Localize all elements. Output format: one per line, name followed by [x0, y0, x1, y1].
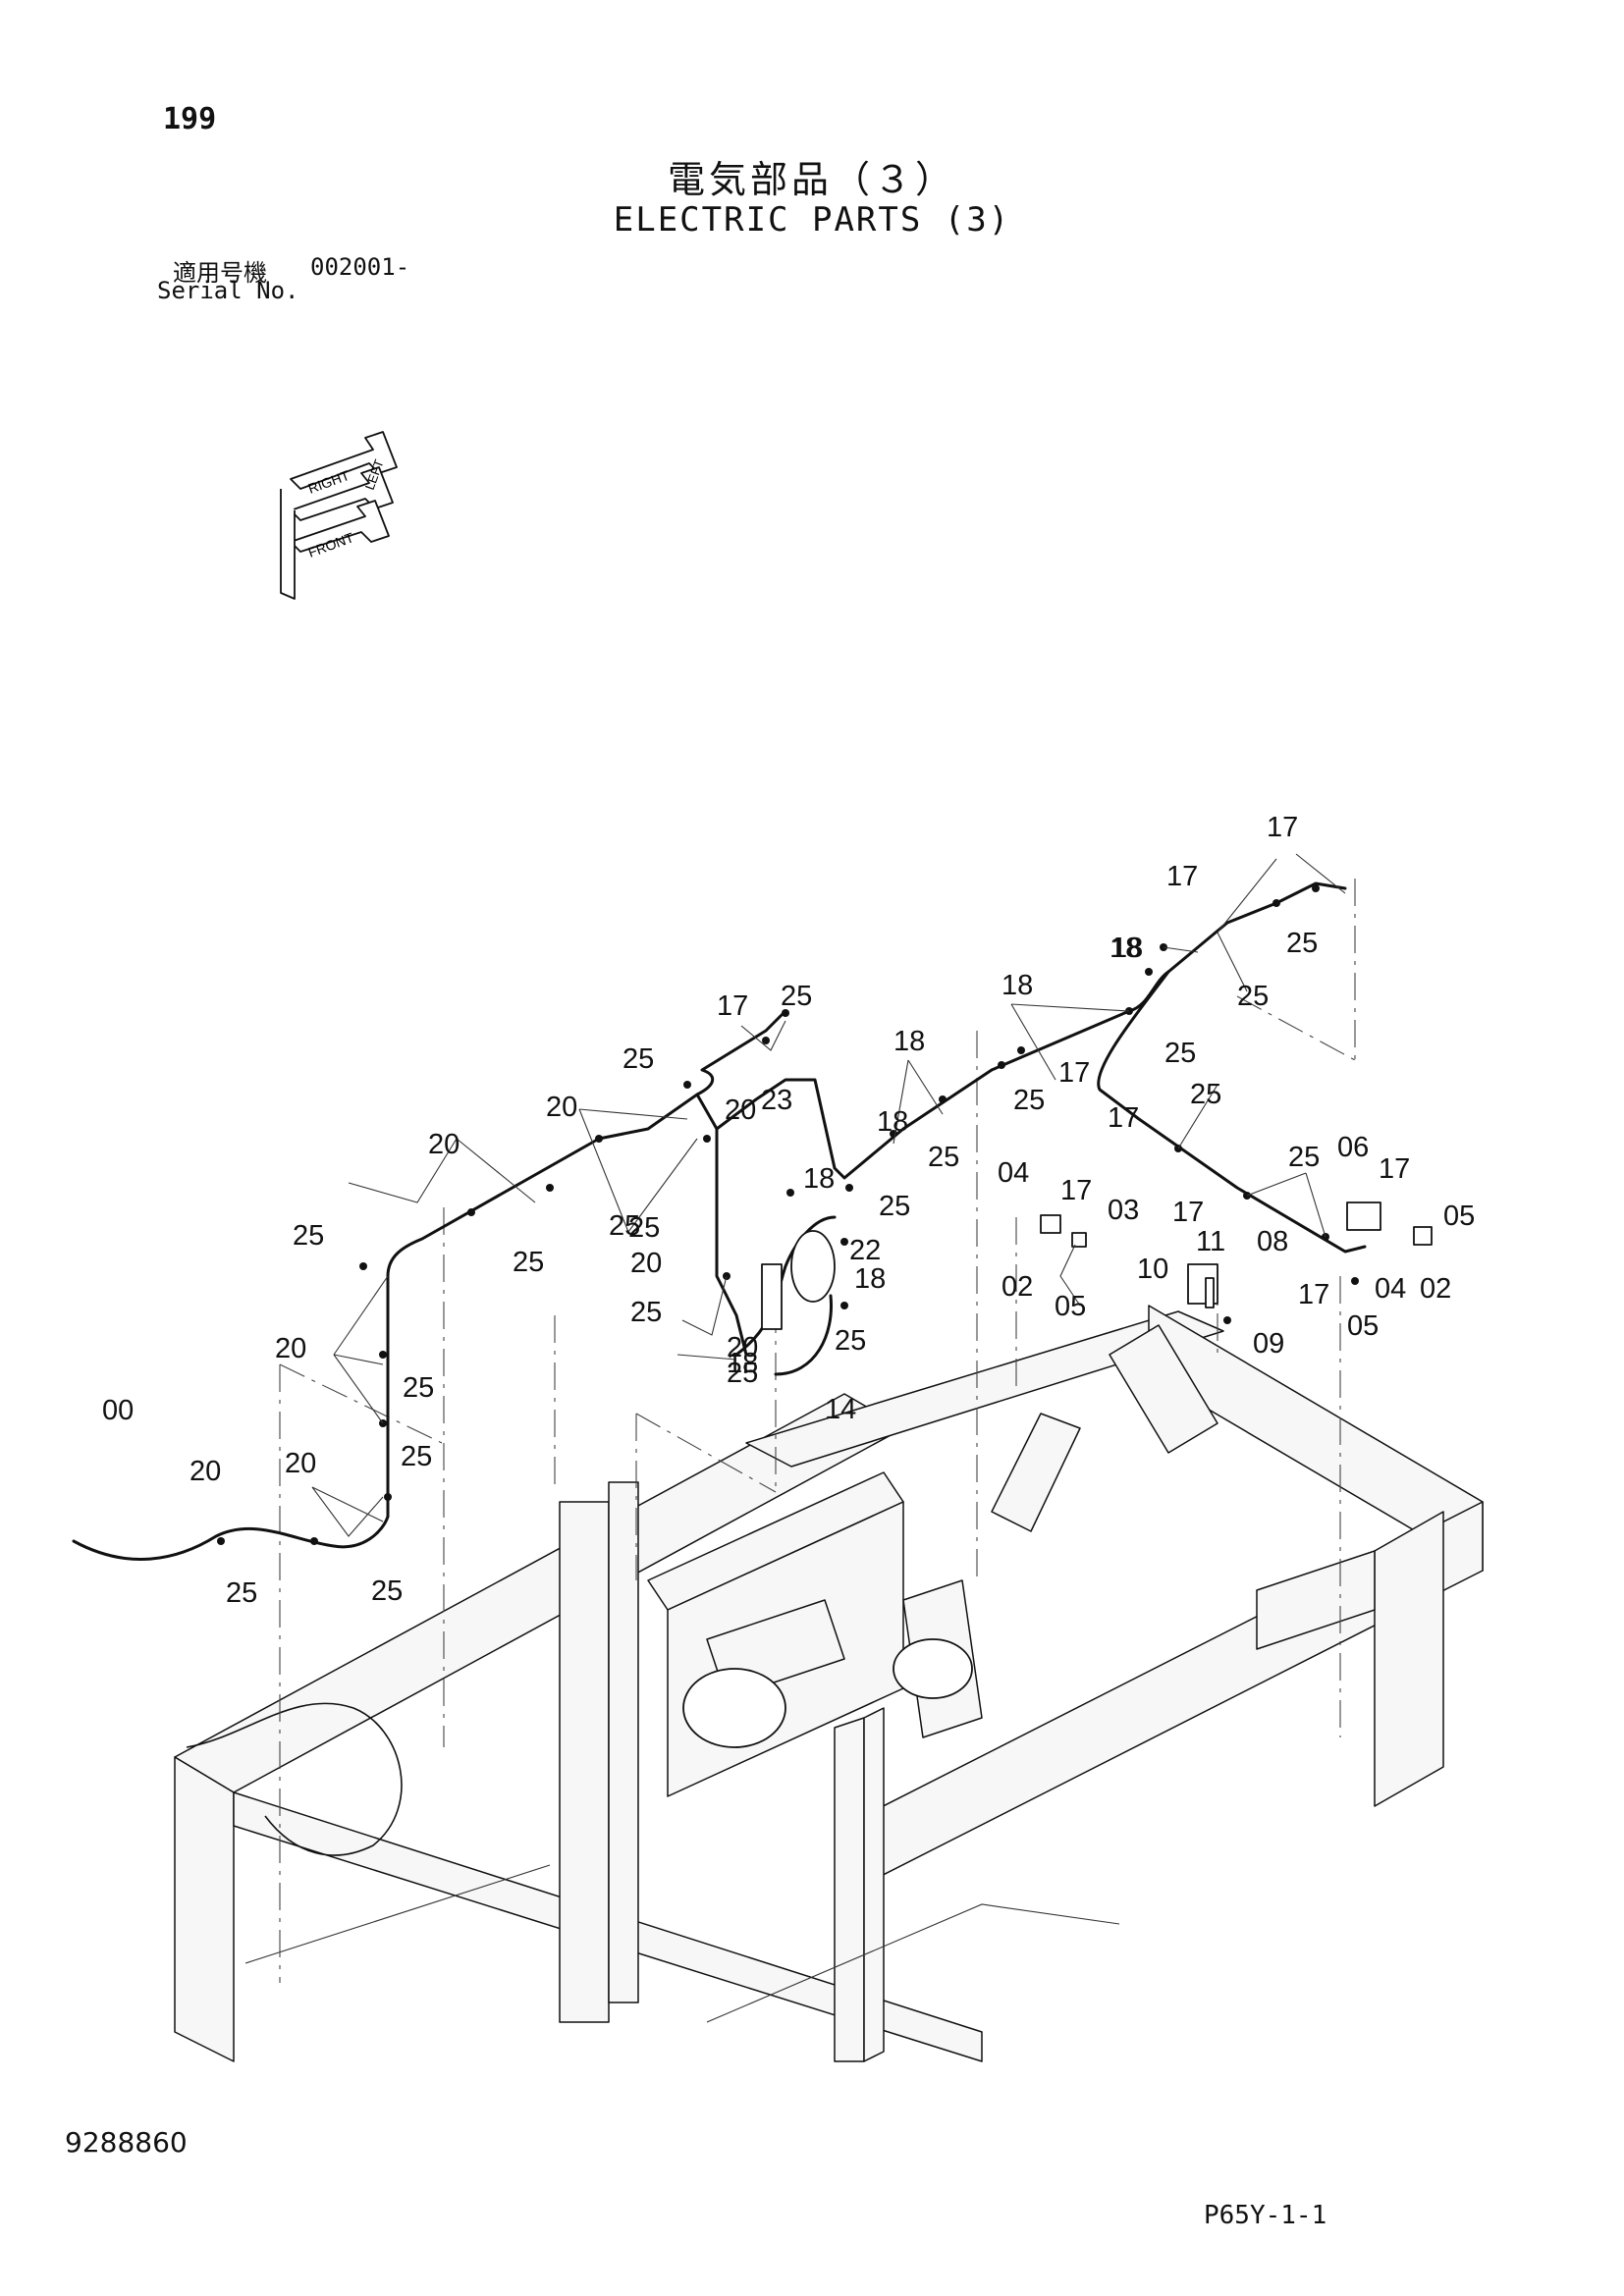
callout-05: 05 — [1347, 1310, 1379, 1342]
callout-04: 04 — [998, 1157, 1029, 1189]
callout-03: 03 — [1108, 1195, 1139, 1226]
callout-25: 25 — [1164, 1038, 1196, 1069]
callout-20: 20 — [189, 1456, 221, 1487]
title-english: ELECTRIC PARTS (3) — [613, 200, 1011, 240]
callout-25: 25 — [879, 1191, 910, 1222]
callout-17: 17 — [1379, 1153, 1410, 1185]
callout-20: 20 — [546, 1092, 577, 1123]
callout-05: 05 — [1055, 1291, 1086, 1322]
callout-06: 06 — [1337, 1132, 1369, 1163]
callout-25: 25 — [835, 1325, 866, 1357]
callout-25: 25 — [928, 1142, 959, 1173]
callout-08: 08 — [1257, 1226, 1288, 1257]
callout-18: 18 — [727, 1348, 758, 1379]
document-code: 9288860 — [65, 2126, 188, 2159]
callout-00: 00 — [102, 1395, 134, 1426]
callout-20: 20 — [285, 1448, 316, 1479]
callout-25: 25 — [401, 1441, 432, 1472]
callout-25: 25 — [609, 1210, 640, 1242]
page-code: P65Y-1-1 — [1204, 2201, 1327, 2230]
callout-18: 18 — [803, 1163, 835, 1195]
callout-11: 11 — [1196, 1226, 1225, 1257]
callout-20: 20 — [275, 1333, 306, 1364]
callout-18: 18 — [1111, 933, 1143, 964]
callout-25: 25 — [403, 1372, 434, 1404]
page-number: 199 — [163, 102, 217, 136]
callout-20: 20 — [725, 1095, 756, 1126]
callout-25: 25 — [1237, 981, 1269, 1012]
callout-25: 25 — [1013, 1085, 1045, 1116]
callout-17: 17 — [1108, 1102, 1139, 1134]
callout-18: 18 — [1110, 933, 1141, 964]
machine-frame — [174, 1305, 1484, 2062]
callout-25: 25 — [727, 1358, 758, 1389]
callout-17: 17 — [1166, 861, 1198, 892]
callout-25: 25 — [1286, 928, 1318, 959]
callout-25: 25 — [630, 1297, 662, 1328]
callout-22: 22 — [849, 1235, 881, 1266]
callout-20: 20 — [630, 1248, 662, 1279]
callout-25: 25 — [623, 1043, 654, 1075]
callout-17: 17 — [717, 990, 748, 1022]
callout-17: 17 — [1172, 1197, 1204, 1228]
callout-25: 25 — [1190, 1079, 1221, 1110]
callout-10: 10 — [1137, 1254, 1168, 1285]
wire-harness — [72, 881, 1433, 1561]
callout-18: 18 — [1001, 970, 1033, 1001]
callout-18: 18 — [893, 1026, 925, 1057]
title-japanese: 電気部品（３） — [667, 158, 956, 201]
callout-20: 20 — [727, 1332, 758, 1363]
serial-label-japanese: 適用号機 — [173, 259, 267, 287]
callout-09: 09 — [1253, 1328, 1284, 1360]
callout-25: 25 — [513, 1247, 544, 1278]
callout-17: 17 — [1267, 812, 1298, 843]
callout-14: 14 — [825, 1394, 856, 1425]
callout-17: 17 — [1298, 1279, 1329, 1310]
callout-25: 25 — [1288, 1142, 1320, 1173]
serial-number-value: 002001- — [310, 253, 410, 281]
callout-02: 02 — [1420, 1273, 1451, 1305]
callout-04: 04 — [1375, 1273, 1406, 1305]
serial-label-english: Serial No. — [157, 277, 299, 304]
callout-20: 20 — [428, 1129, 460, 1160]
callout-25: 25 — [781, 981, 812, 1012]
callout-18: 18 — [877, 1106, 908, 1138]
callout-17: 17 — [1058, 1057, 1090, 1089]
callout-18: 18 — [854, 1263, 886, 1295]
callout-05: 05 — [1443, 1201, 1475, 1232]
callout-02: 02 — [1001, 1271, 1033, 1303]
callout-25: 25 — [628, 1212, 660, 1244]
callout-23: 23 — [761, 1085, 792, 1116]
callout-25: 25 — [371, 1575, 403, 1607]
callout-17: 17 — [1060, 1175, 1092, 1206]
part-callouts: 00 20 25 20 25 25 20 25 25 25 20 25 20 2… — [102, 812, 1475, 1609]
leader-lines — [279, 879, 1356, 1983]
orientation-arrows-icon: RIGHT FRONT LEFT — [280, 431, 398, 600]
callout-25: 25 — [293, 1220, 324, 1252]
callout-25: 25 — [226, 1577, 257, 1609]
callout-leaders — [311, 853, 1346, 1537]
